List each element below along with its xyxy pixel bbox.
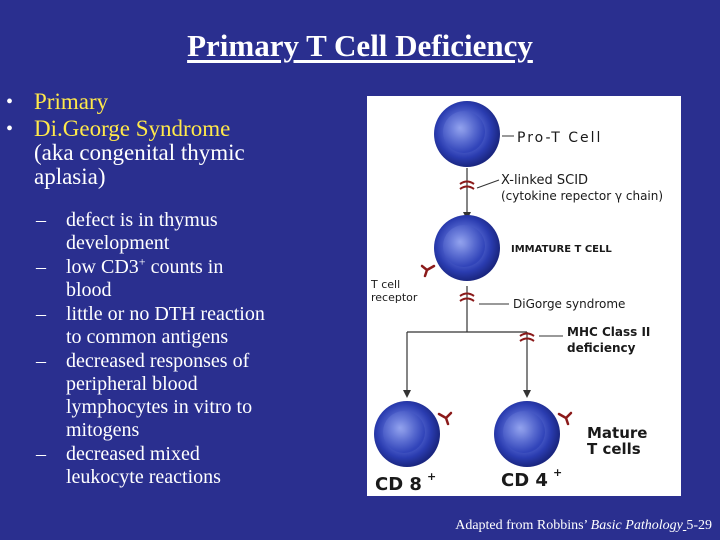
label-digeorge-syndrome: DiGorge syndrome [513, 297, 625, 311]
bullet-dot: • [6, 118, 14, 140]
sub-bullet: – defect is in thymus development [36, 209, 218, 254]
sub-bullets: – defect is in thymus development – low … [36, 209, 326, 490]
source-caption: Adapted from Robbins’ Basic Pathology 5-… [455, 518, 712, 533]
main-bullets: • Primary • Di.George Syndrome (aka cong… [4, 90, 324, 192]
label-t-cell-receptor-2: receptor [371, 291, 418, 304]
label-mhc-deficiency: deficiency [567, 341, 636, 355]
bullet-continuation: aplasia) [34, 164, 106, 189]
bullet-primary: • Primary [4, 90, 324, 114]
label-xscid-detail: (cytokine repector γ chain) [501, 189, 663, 203]
receptor-icons [420, 264, 573, 426]
label-pro-t-cell: Pro-T Cell [517, 130, 602, 146]
sub-bullet: – low CD3+ counts in blood [36, 254, 224, 301]
t-cell-diagram: Pro-T Cell X-linked SCID (cytokine repec… [367, 96, 681, 496]
sub-bullet: – decreased mixed leukocyte reactions [36, 443, 221, 488]
label-cd8: CD 8 [375, 474, 422, 495]
sub-bullet: – little or no DTH reaction to common an… [36, 303, 265, 348]
cd4-cell [494, 401, 560, 467]
label-mature: Mature [587, 424, 647, 442]
label-t-cell-receptor: T cell [370, 278, 400, 291]
pro-t-cell [434, 101, 500, 167]
label-cd8-plus: + [427, 470, 436, 483]
sub-bullet: – decreased responses of peripheral bloo… [36, 350, 253, 441]
label-immature-t-cell: IMMATURE T CELL [511, 244, 612, 255]
bullet-continuation: (aka congenital thymic [34, 140, 245, 165]
block-markers [459, 180, 535, 342]
label-mhc-class-ii: MHC Class II [567, 325, 650, 339]
bullet-digeorge: • Di.George Syndrome (aka congenital thy… [4, 117, 324, 189]
bullet-dot: • [6, 91, 14, 113]
label-cd4-plus: + [553, 466, 562, 479]
bullet-text: Di.George Syndrome [34, 116, 231, 141]
label-cd4: CD 4 [501, 470, 548, 491]
cd8-cell [374, 401, 440, 467]
bullet-text: Primary [34, 89, 109, 114]
slide-title: Primary T Cell Deficiency [187, 28, 533, 63]
label-t-cells: T cells [587, 440, 641, 458]
immature-t-cell [434, 215, 500, 281]
label-xscid: X-linked SCID [501, 173, 588, 188]
